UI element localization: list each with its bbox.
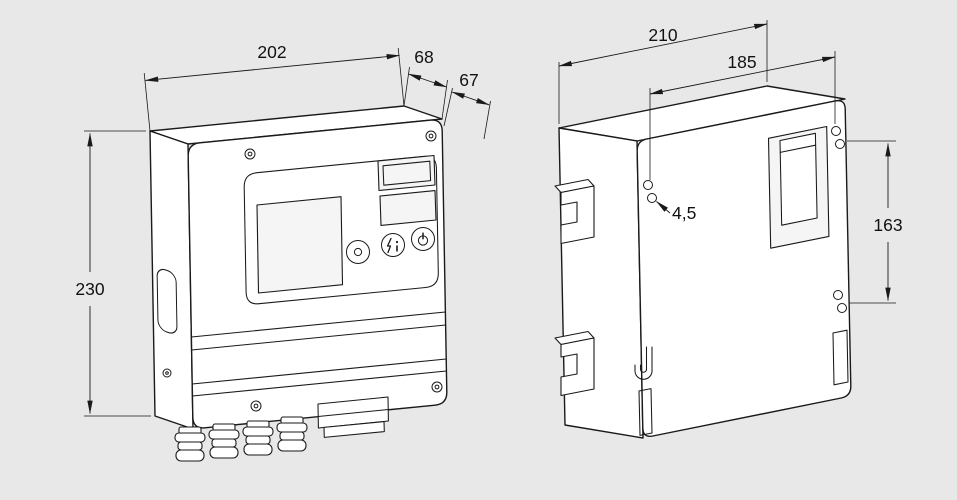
dim-label-depth-67: 67 — [459, 70, 478, 90]
dim-label-spacing-163: 163 — [873, 215, 902, 235]
enclosure-side-face — [149, 130, 194, 430]
mounting-hole — [831, 126, 841, 136]
reset-dot-icon — [353, 247, 363, 257]
back-view-drawing: 210 185 4,5 163 — [554, 20, 903, 439]
mounting-hole — [647, 193, 657, 203]
dim-label-hole-diameter: 4,5 — [672, 203, 696, 223]
flash-info-icon — [386, 237, 399, 254]
cable-gland — [242, 420, 274, 456]
reset-button — [346, 240, 370, 264]
led-display-inner — [382, 160, 432, 186]
wall-hook-recess — [767, 125, 830, 249]
dimension-depth-68: 68 — [403, 47, 448, 120]
screw-dot-icon — [247, 151, 253, 157]
dim-label-height-230: 230 — [75, 279, 104, 299]
side-label-slot — [156, 268, 178, 334]
side-screw-dot-icon — [165, 371, 169, 375]
screw-dot-icon — [253, 403, 259, 409]
dimension-width-185: 185 — [649, 51, 836, 180]
mounting-hole — [643, 180, 653, 190]
type-label-window — [379, 190, 437, 226]
power-icon — [417, 232, 429, 246]
info-button — [381, 233, 405, 257]
vent-slot — [832, 329, 849, 386]
screw-dot-icon — [434, 384, 440, 390]
dimension-depth-67: 67 — [443, 70, 491, 140]
bottom-terminal-block — [317, 396, 389, 438]
front-view-drawing: 202 68 67 230 — [75, 42, 491, 462]
mounting-clip — [554, 330, 595, 397]
mounting-hole — [837, 303, 847, 313]
dim-label-width-202: 202 — [257, 42, 286, 62]
mounting-hole — [833, 290, 843, 300]
mounting-holes — [643, 126, 847, 313]
dim-label-width-185: 185 — [727, 52, 756, 72]
cable-gland — [174, 426, 206, 462]
cable-gland — [276, 416, 308, 452]
vent-slot — [638, 388, 653, 436]
power-button — [411, 227, 435, 251]
main-display — [256, 196, 344, 294]
dim-label-depth-68: 68 — [414, 47, 433, 67]
mounting-clip — [554, 178, 595, 245]
mounting-hole — [835, 139, 845, 149]
cable-hook — [634, 346, 653, 380]
dimension-hole-diameter: 4,5 — [655, 201, 696, 223]
cable-glands — [174, 416, 308, 462]
cable-gland — [208, 423, 240, 459]
door-screws — [244, 130, 443, 412]
dimension-spacing-163: 163 — [847, 140, 903, 304]
dim-label-width-210: 210 — [648, 25, 677, 45]
screw-dot-icon — [428, 133, 434, 139]
wall-hook-tab — [779, 132, 818, 226]
door-seams — [190, 311, 447, 397]
info-button-ring — [381, 233, 405, 257]
dimension-width-202: 202 — [143, 42, 405, 132]
dimension-height-230: 230 — [75, 130, 151, 417]
